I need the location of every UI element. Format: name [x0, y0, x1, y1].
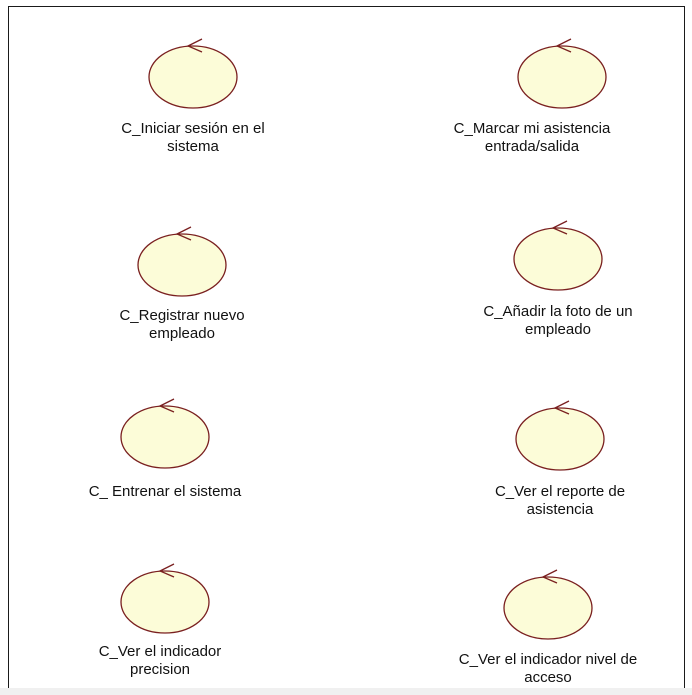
control-label-line: C_Ver el reporte de — [495, 483, 625, 500]
control-arrow-icon — [186, 38, 203, 53]
control-arrow-icon — [541, 569, 558, 584]
control-entrenar-sistema: C_ Entrenar el sistema — [89, 398, 242, 500]
control-label-line: empleado — [149, 325, 215, 342]
control-label-line: empleado — [525, 321, 591, 338]
diagram-frame — [8, 6, 685, 695]
control-circle — [515, 407, 605, 471]
control-circle — [120, 405, 210, 469]
control-label-line: asistencia — [527, 501, 594, 518]
control-label: C_ Entrenar el sistema — [89, 483, 242, 500]
control-label-line: entrada/salida — [485, 138, 580, 155]
control-arrow-icon — [553, 400, 570, 415]
control-label-line: C_ Entrenar el sistema — [89, 483, 242, 500]
bottom-band — [0, 688, 692, 695]
control-circle — [513, 227, 603, 291]
control-label-line: C_Ver el indicador — [99, 643, 222, 660]
control-arrow-icon — [555, 38, 572, 53]
control-circle — [503, 576, 593, 640]
control-circle — [148, 45, 238, 109]
control-label-line: C_Registrar nuevo — [119, 307, 244, 324]
control-label-line: acceso — [524, 669, 572, 686]
control-label-line: C_Marcar mi asistencia — [454, 120, 611, 137]
control-circle — [120, 570, 210, 634]
control-arrow-icon — [158, 398, 175, 413]
control-label-line: C_Ver el indicador nivel de — [459, 651, 637, 668]
control-arrow-icon — [551, 220, 568, 235]
control-arrow-icon — [158, 563, 175, 578]
control-label-line: C_Iniciar sesión en el — [121, 120, 264, 137]
control-circle — [137, 233, 227, 297]
control-label-line: sistema — [167, 138, 219, 155]
control-label-line: C_Añadir la foto de un — [483, 303, 632, 320]
control-arrow-icon — [175, 226, 192, 241]
control-circle — [517, 45, 607, 109]
control-label-line: precision — [130, 661, 190, 678]
